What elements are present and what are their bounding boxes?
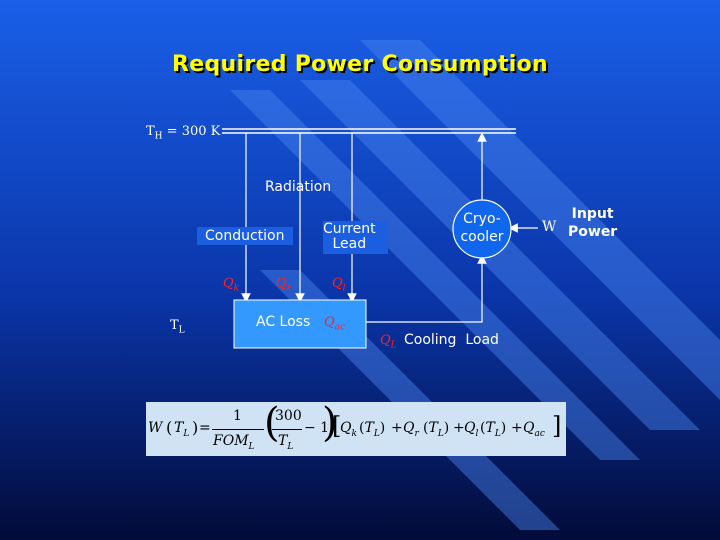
formula-minus-one: − 1: [304, 420, 330, 436]
cold-end-label: TL: [170, 318, 185, 336]
cryocooler-label: Cryo- cooler: [453, 210, 511, 246]
input-power-label-line1: Input: [571, 206, 614, 222]
formula-big-paren-close: ): [322, 400, 338, 446]
formula-bracket-close: ]: [552, 412, 562, 440]
formula-ql: Ql: [464, 420, 479, 439]
formula-qac: Qac: [523, 420, 545, 439]
radiation-label: Radiation: [265, 179, 332, 195]
formula-tl-1: TL: [174, 420, 190, 439]
input-power-label-line2: Power: [568, 224, 618, 240]
formula-qk: Qk: [340, 420, 357, 439]
hot-end-subscript: H: [154, 131, 163, 142]
slide-title: Required Power Consumption: [172, 52, 548, 77]
conduction-label: Conduction: [197, 227, 293, 245]
cryocooler-label-line2: cooler: [460, 229, 504, 245]
formula-w: W: [148, 420, 163, 436]
cryocooler-label-line1: Cryo-: [463, 211, 501, 227]
formula-plus-1: +: [391, 420, 403, 436]
q-k-symbol: Qk: [223, 276, 240, 294]
cryocooler-circle: [452, 199, 512, 259]
formula-ql-args: (TL): [480, 420, 507, 439]
work-symbol: W: [542, 219, 557, 235]
current-lead-label: Current Lead: [323, 221, 388, 254]
q-ac-symbol: Qac: [324, 315, 346, 333]
formula-one: 1: [233, 408, 242, 424]
hot-end-symbol: T: [146, 124, 155, 139]
formula-qk-args: (TL): [359, 420, 386, 439]
formula-paren-open-1: (: [166, 418, 173, 437]
formula-qr: Qr: [403, 420, 419, 439]
formula-300: 300: [275, 408, 302, 424]
input-power-label: Input Power: [568, 205, 617, 241]
formula-plus-3: +: [511, 420, 523, 436]
q-cooling-load-symbol: QL: [380, 333, 397, 351]
formula-equals: =: [199, 420, 211, 436]
q-l-symbol: Ql: [332, 276, 346, 294]
cooling-load-label: Cooling Load: [404, 332, 499, 348]
formula-frac-bar-2: [272, 429, 302, 430]
formula-fom: FOML: [213, 433, 255, 452]
cold-end-symbol: T: [170, 318, 179, 333]
current-lead-label-line1: Current: [323, 221, 376, 237]
cold-end-subscript: L: [178, 325, 185, 336]
formula-qr-args: (TL): [423, 420, 450, 439]
hot-end-value: = 300 K: [162, 124, 221, 139]
q-r-symbol: Qr: [276, 276, 291, 294]
formula-bracket-open: [: [332, 412, 342, 440]
formula-plus-2: +: [453, 420, 465, 436]
hot-end-label: TH = 300 K: [146, 124, 220, 142]
ac-loss-box: [233, 299, 367, 349]
formula-big-paren-open: (: [264, 400, 280, 446]
power-formula: W ( TL ) = 1 FOML ( 300 TL − 1 ) [ Qk (T…: [146, 400, 566, 456]
formula-frac-bar-1: [212, 429, 264, 430]
current-lead-label-line2: Lead: [332, 236, 367, 252]
ac-loss-label: AC Loss: [256, 314, 311, 330]
formula-paren-close-1: ): [192, 418, 199, 437]
formula-tl-2: TL: [278, 433, 294, 452]
cooling-load-path: [366, 254, 487, 323]
